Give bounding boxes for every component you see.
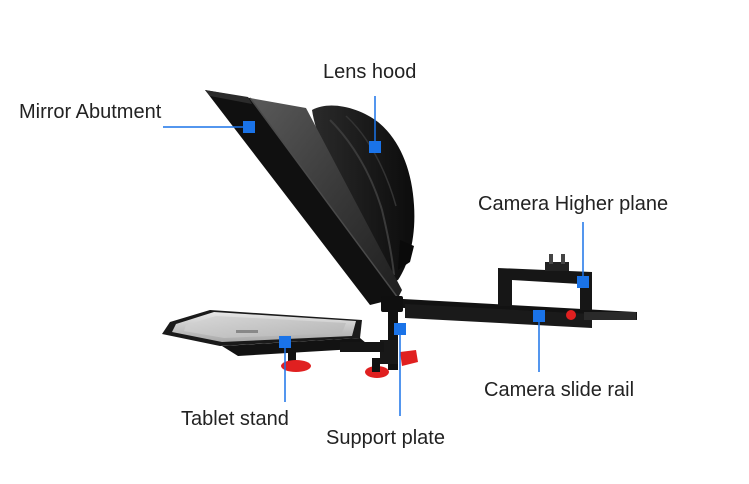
label-mirror-abutment: Mirror Abutment: [19, 101, 162, 123]
support-plate-part: [365, 296, 418, 378]
lens-hood-part: [312, 105, 415, 290]
label-camera-higher-plane: Camera Higher plane: [478, 193, 669, 215]
label-support-plate: Support plate: [326, 427, 445, 449]
marker-lens-hood: [369, 141, 381, 153]
marker-tablet-stand: [279, 336, 291, 348]
leader-lines: [163, 96, 584, 416]
mirror-glass-part: [205, 90, 402, 305]
marker-camera-higher-plane: [577, 276, 589, 288]
camera-rail-part: [385, 254, 637, 328]
marker-support-plate: [394, 323, 406, 335]
marker-mirror-abutment: [243, 121, 255, 133]
marker-camera-slide-rail: [533, 310, 545, 322]
callout-markers: [243, 121, 589, 348]
label-lens-hood: Lens hood: [323, 61, 417, 83]
label-tablet-stand: Tablet stand: [181, 408, 289, 430]
label-camera-slide-rail: Camera slide rail: [484, 379, 635, 401]
tablet-stand-part: [162, 310, 384, 372]
